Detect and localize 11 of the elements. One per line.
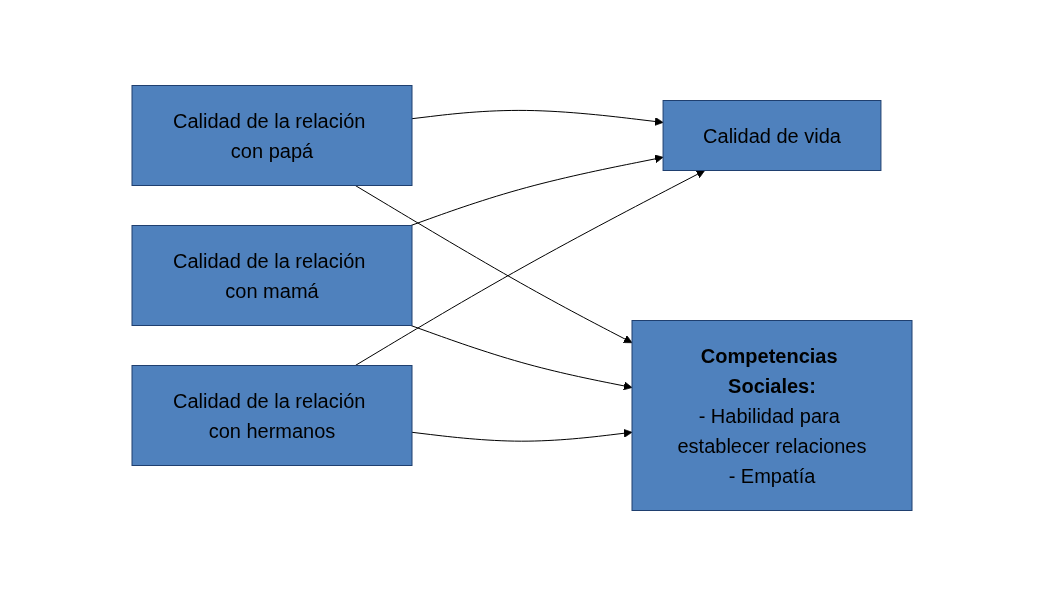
node-box: Calidad de la relación con papá — [131, 84, 413, 186]
node-box: Competencias Sociales: - Habilidad para establecer relaciones - Empatía — [631, 319, 913, 511]
node-box: Calidad de la relación con hermanos — [131, 364, 413, 466]
node-box: Calidad de la relación con mamá — [131, 224, 413, 326]
arrow — [354, 184, 633, 343]
arrow — [410, 324, 633, 390]
arrow — [411, 428, 633, 442]
arrow — [410, 154, 664, 226]
node-box: Calidad de vida — [662, 99, 882, 171]
arrow — [411, 109, 664, 126]
arrow — [354, 169, 706, 366]
